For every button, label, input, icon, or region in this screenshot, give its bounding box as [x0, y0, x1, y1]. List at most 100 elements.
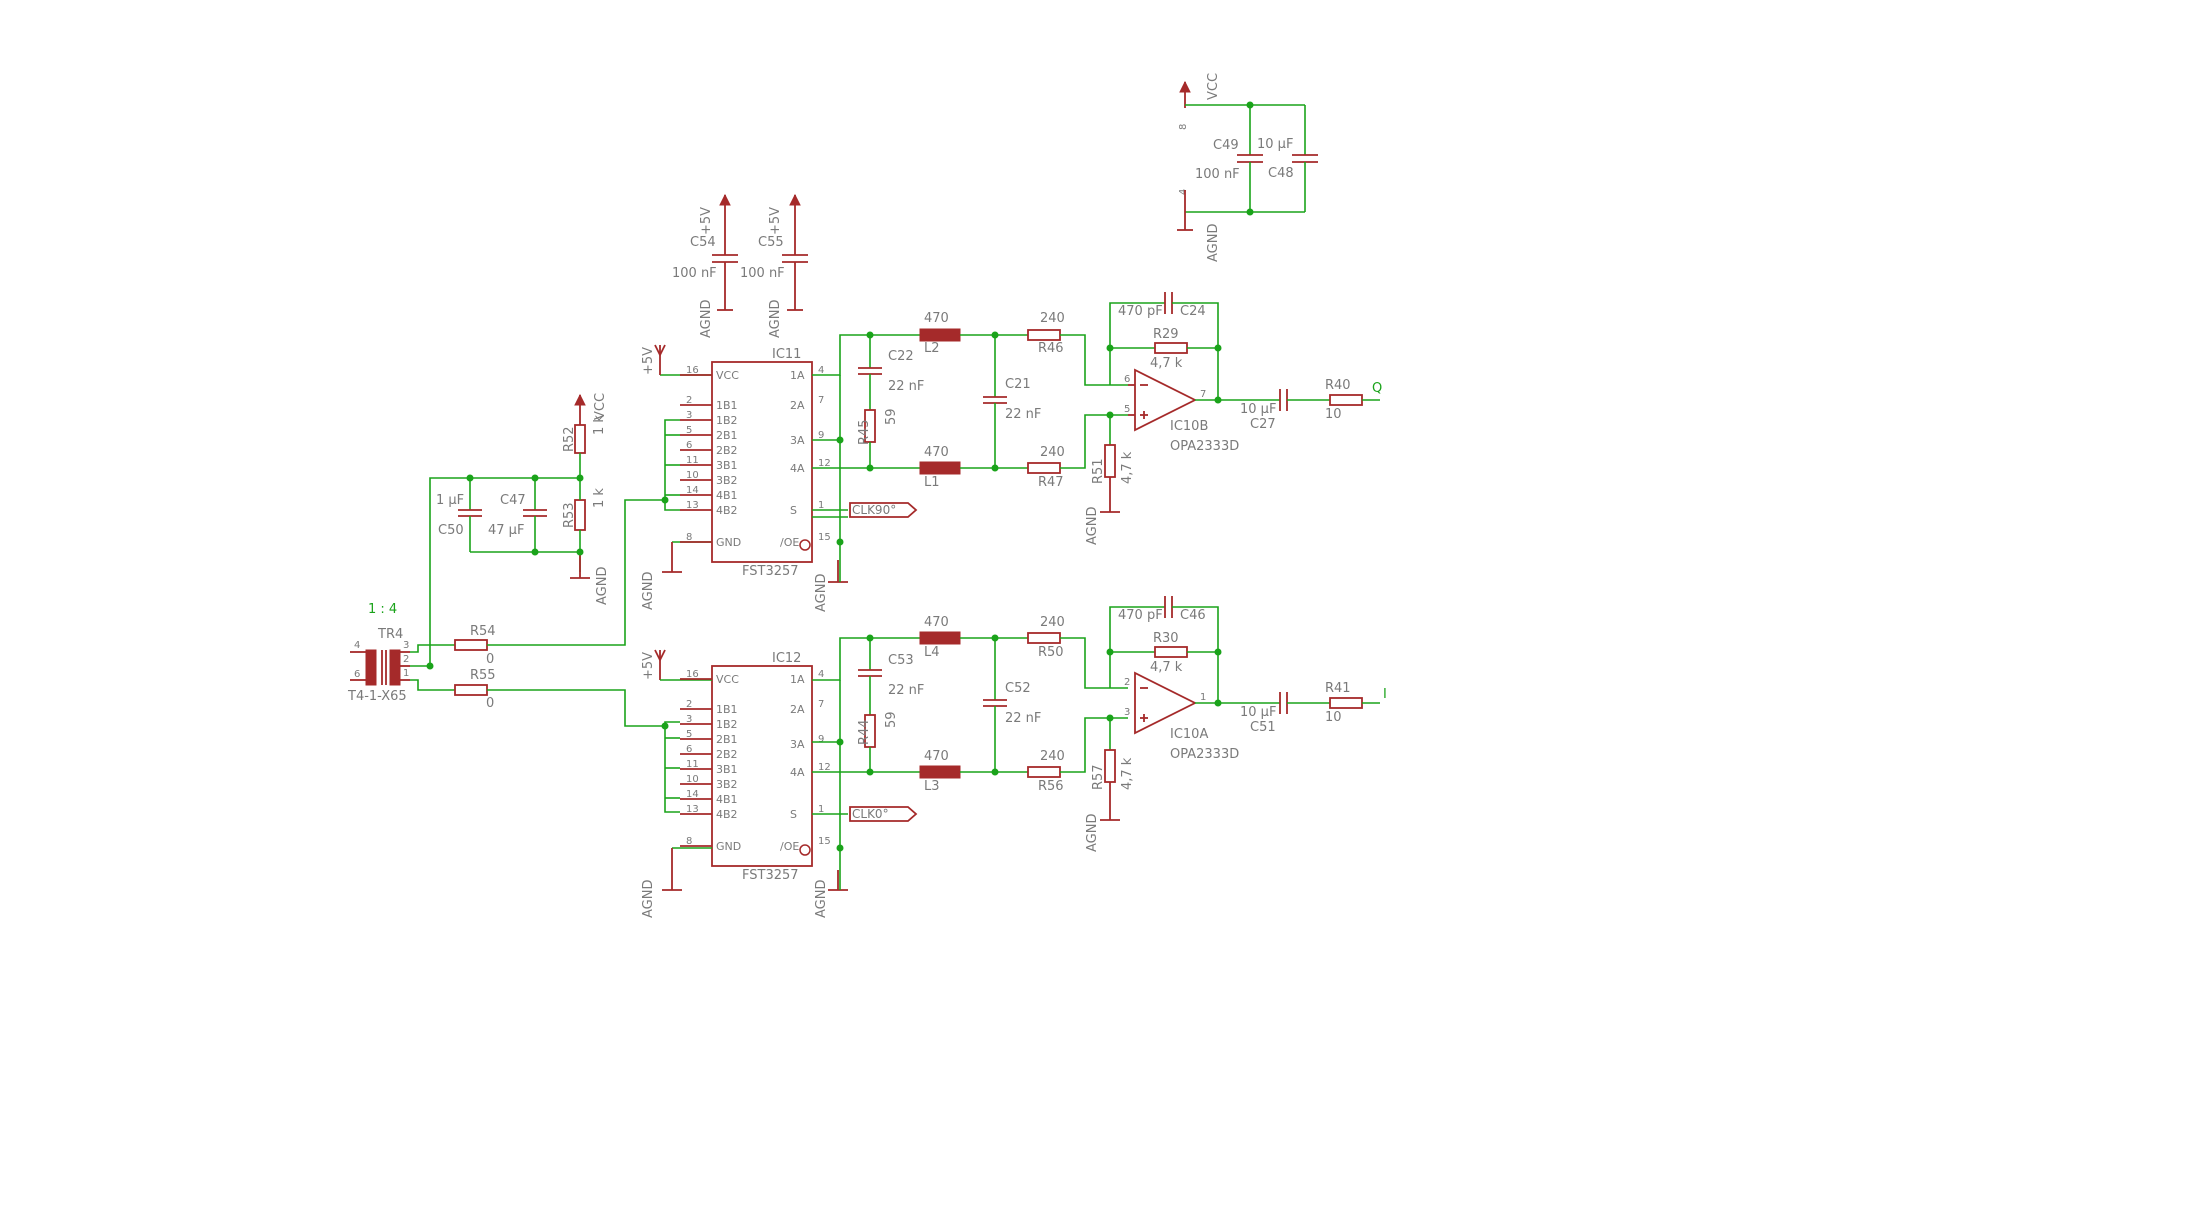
c21-name: C21 — [1005, 377, 1031, 392]
ic12-agnd-label: AGND — [641, 880, 656, 918]
ic12-pin-number-9: 9 — [818, 734, 824, 745]
ic11-mux: IC11 FST3257 +5V AGND AGND — [641, 344, 848, 612]
r29-value: 4,7 k — [1150, 356, 1183, 371]
tr4-transformer: 1 : 4 TR4 4 6 3 2 1 T4-1-X65 R54 0 R55 0 — [347, 499, 665, 727]
r52-value: 1 k — [592, 415, 607, 435]
c54-capacitor: +5V C54 100 nF AGND — [672, 193, 738, 338]
c22-name: C22 — [888, 349, 914, 364]
r53-name: R53 — [562, 502, 577, 528]
ic12-pin-label-s: S — [790, 808, 797, 821]
vcc-block-agnd-label: AGND — [1206, 224, 1221, 262]
c55-name: C55 — [758, 235, 784, 250]
ic10a-name: IC10A — [1170, 727, 1208, 742]
ic11-pin-label-4b1: 4B1 — [716, 489, 738, 502]
tr4-pin6: 6 — [354, 669, 360, 680]
c55-supply-label: +5V — [768, 207, 783, 235]
ic12-input-bus — [661, 721, 680, 813]
ic12-pin-number-10: 10 — [686, 774, 699, 785]
ic12-pin-number-6: 6 — [686, 744, 692, 755]
ic12-pin-number-8: 8 — [686, 836, 692, 847]
r51-value: 4,7 k — [1120, 451, 1135, 484]
r57-value: 4,7 k — [1120, 757, 1135, 790]
ic10a-part: OPA2333D — [1170, 747, 1239, 762]
ic12-pin-number-15: 15 — [818, 836, 831, 847]
c53-name: C53 — [888, 653, 914, 668]
r53-agnd-label: AGND — [595, 567, 610, 605]
vcc-supply-label: VCC — [1206, 73, 1221, 100]
ic11-pin-label-3a: 3A — [790, 434, 805, 447]
ic11-pin-label-2b2: 2B2 — [716, 444, 738, 457]
c46-name: C46 — [1180, 608, 1206, 623]
q-channel-chain: C22 22 nF R45 59 470 L2 470 L1 C21 22 nF… — [812, 292, 1382, 582]
ic11-pin-label-oe: /OE — [780, 536, 799, 549]
r41-name: R41 — [1325, 681, 1351, 696]
ic12-pin-label-2b2: 2B2 — [716, 748, 738, 761]
ic11-pin-number-4: 4 — [818, 365, 824, 376]
tr4-part: T4-1-X65 — [347, 689, 407, 704]
i-channel-chain: C53 22 nF R44 59 470 L4 470 L3 C52 22 nF… — [812, 596, 1387, 890]
r57-name: R57 — [1091, 764, 1106, 790]
r57-agnd-label: AGND — [1085, 814, 1100, 852]
c48-name: C48 — [1268, 166, 1294, 181]
r54-name: R54 — [470, 624, 496, 639]
ic12-pin-number-4: 4 — [818, 669, 824, 680]
l3-name: L3 — [924, 779, 940, 794]
c27-name: C27 — [1250, 417, 1276, 432]
ic11-pin-number-13: 13 — [686, 500, 699, 511]
ic12-mux: IC12 FST3257 +5V AGND AGND — [641, 649, 848, 918]
ic12-pin-label-1b1: 1B1 — [716, 703, 738, 716]
ic12-pin-label-4a: 4A — [790, 766, 805, 779]
c55-value: 100 nF — [740, 266, 785, 281]
ic12-pin-number-12: 12 — [818, 762, 831, 773]
ic11-pin-number-11: 11 — [686, 455, 699, 466]
ic12-pin-label-4b2: 4B2 — [716, 808, 738, 821]
ic11-pin-number-15: 15 — [818, 532, 831, 543]
ic11-pin-label-4a: 4A — [790, 462, 805, 475]
tr4-name: TR4 — [377, 627, 403, 642]
ic12-pin-number-1: 1 — [818, 804, 824, 815]
ic12-pin-number-14: 14 — [686, 789, 699, 800]
ic11-pin-label-gnd: GND — [716, 536, 741, 549]
ic12-pin-label-1b2: 1B2 — [716, 718, 738, 731]
ic12-pin-label-2a: 2A — [790, 703, 805, 716]
r45-name: R45 — [857, 419, 872, 445]
ic11-pin-number-2: 2 — [686, 395, 692, 406]
r54-value: 0 — [486, 652, 494, 667]
ic11-pin-label-2a: 2A — [790, 399, 805, 412]
r55-name: R55 — [470, 668, 496, 683]
ic11-part: FST3257 — [742, 564, 799, 579]
r47-name: R47 — [1038, 475, 1064, 490]
c21-value: 22 nF — [1005, 407, 1041, 422]
ic11-pin-label-1a: 1A — [790, 369, 805, 382]
tr4-pin4: 4 — [354, 640, 360, 651]
tr4-pin2: 2 — [403, 654, 409, 665]
r55-value: 0 — [486, 696, 494, 711]
c55-capacitor: +5V C55 100 nF AGND — [740, 193, 808, 338]
ic12-pin-label-4b1: 4B1 — [716, 793, 738, 806]
c55-agnd-label: AGND — [768, 300, 783, 338]
ic10b-pin-out: 7 — [1200, 389, 1206, 400]
l2-name: L2 — [924, 341, 940, 356]
l4-name: L4 — [924, 645, 940, 660]
ic11-pin-number-10: 10 — [686, 470, 699, 481]
ic12-pin-label-3b2: 3B2 — [716, 778, 738, 791]
ic11-pin-label-3b2: 3B2 — [716, 474, 738, 487]
ic12-name: IC12 — [772, 651, 801, 666]
ic11-pin-number-8: 8 — [686, 532, 692, 543]
c48-value: 10 µF — [1257, 137, 1293, 152]
ic12-pin-label-1a: 1A — [790, 673, 805, 686]
ic-pin-labels: VCC161B121B232B152B263B1113B2104B1144B21… — [680, 365, 831, 853]
r50-value: 240 — [1040, 615, 1065, 630]
c47-name: C47 — [500, 493, 526, 508]
c24-value: 470 pF — [1118, 304, 1163, 319]
r53-value: 1 k — [592, 488, 607, 508]
r45-value: 59 — [884, 408, 899, 425]
r56-value: 240 — [1040, 749, 1065, 764]
c52-value: 22 nF — [1005, 711, 1041, 726]
ic11-pin-label-s: S — [790, 504, 797, 517]
clk0-port: CLK0° — [852, 807, 889, 821]
ic11-pin-label-2b1: 2B1 — [716, 429, 738, 442]
r46-name: R46 — [1038, 341, 1064, 356]
ic12-pin-label-oe: /OE — [780, 840, 799, 853]
r50-name: R50 — [1038, 645, 1064, 660]
